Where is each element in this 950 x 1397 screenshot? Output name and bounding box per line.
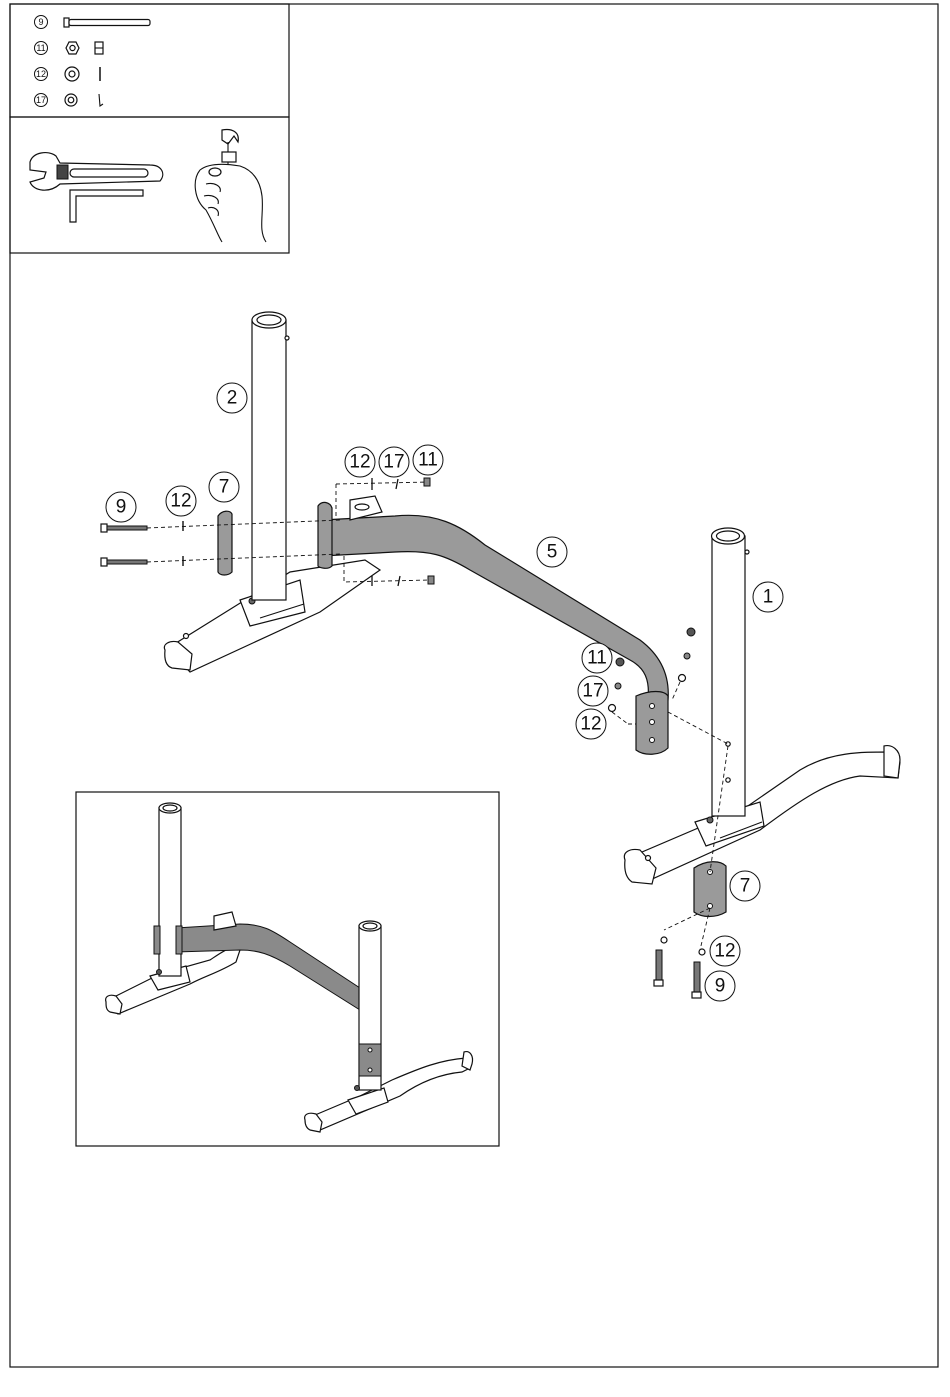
callout-9-left: 9	[106, 492, 136, 522]
svg-text:17: 17	[383, 452, 404, 473]
callout-7-right: 7	[730, 871, 760, 901]
lock-washer-icon	[65, 94, 103, 106]
legend-row-bolt: 9	[35, 16, 151, 29]
bolt-icon	[64, 18, 150, 27]
legend-label-12: 12	[36, 69, 46, 79]
callout-12-left: 12	[166, 486, 196, 516]
right-fasteners	[609, 628, 729, 998]
callout-1: 1	[753, 582, 783, 612]
exploded-view: 2 9 12 7 12 17 11 5	[101, 312, 900, 1001]
svg-text:12: 12	[349, 452, 370, 473]
svg-text:7: 7	[740, 876, 751, 897]
svg-text:17: 17	[582, 681, 603, 702]
crossbar-tube	[322, 496, 668, 700]
svg-text:9: 9	[715, 976, 726, 997]
callout-17-top: 17	[379, 447, 409, 477]
callout-7-left: 7	[209, 472, 239, 502]
svg-text:5: 5	[547, 542, 558, 563]
nut-icon	[66, 42, 103, 54]
tools-box	[10, 117, 289, 253]
page-border	[10, 4, 938, 1367]
svg-text:9: 9	[116, 497, 127, 518]
callout-17-right: 17	[578, 676, 608, 706]
left-upright-tube	[252, 312, 289, 600]
crossbar-end-bracket	[636, 692, 668, 755]
hex-key-icon	[70, 190, 143, 222]
svg-text:1: 1	[763, 587, 774, 608]
callout-11-top: 11	[413, 445, 443, 475]
svg-text:7: 7	[219, 477, 230, 498]
legend-row-nut: 11	[35, 42, 104, 55]
hardware-legend: 9 11 12	[10, 4, 289, 117]
svg-text:2: 2	[227, 388, 238, 409]
callout-12-top: 12	[345, 447, 375, 477]
legend-label-11: 11	[36, 43, 45, 53]
washer-icon	[65, 67, 100, 81]
legend-label-9: 9	[38, 17, 43, 27]
svg-text:12: 12	[714, 941, 735, 962]
legend-label-17: 17	[36, 95, 46, 105]
hand-tighten-icon	[195, 130, 266, 243]
legend-row-lock-washer: 17	[35, 94, 104, 107]
callout-11-right: 11	[582, 643, 612, 673]
right-base-foot	[624, 746, 900, 884]
svg-text:11: 11	[418, 450, 438, 471]
assembled-view-inset	[76, 792, 499, 1146]
right-upright-tube	[712, 528, 750, 816]
callout-2: 2	[217, 383, 247, 413]
callout-9-bottom: 9	[705, 971, 735, 1001]
callout-12-bottom: 12	[710, 936, 740, 966]
callout-12-right: 12	[576, 709, 606, 739]
legend-row-washer: 12	[35, 67, 101, 81]
svg-text:12: 12	[170, 491, 191, 512]
svg-text:12: 12	[580, 714, 601, 735]
wrench-icon	[30, 153, 163, 191]
svg-text:11: 11	[587, 648, 607, 669]
callout-5: 5	[537, 537, 567, 567]
